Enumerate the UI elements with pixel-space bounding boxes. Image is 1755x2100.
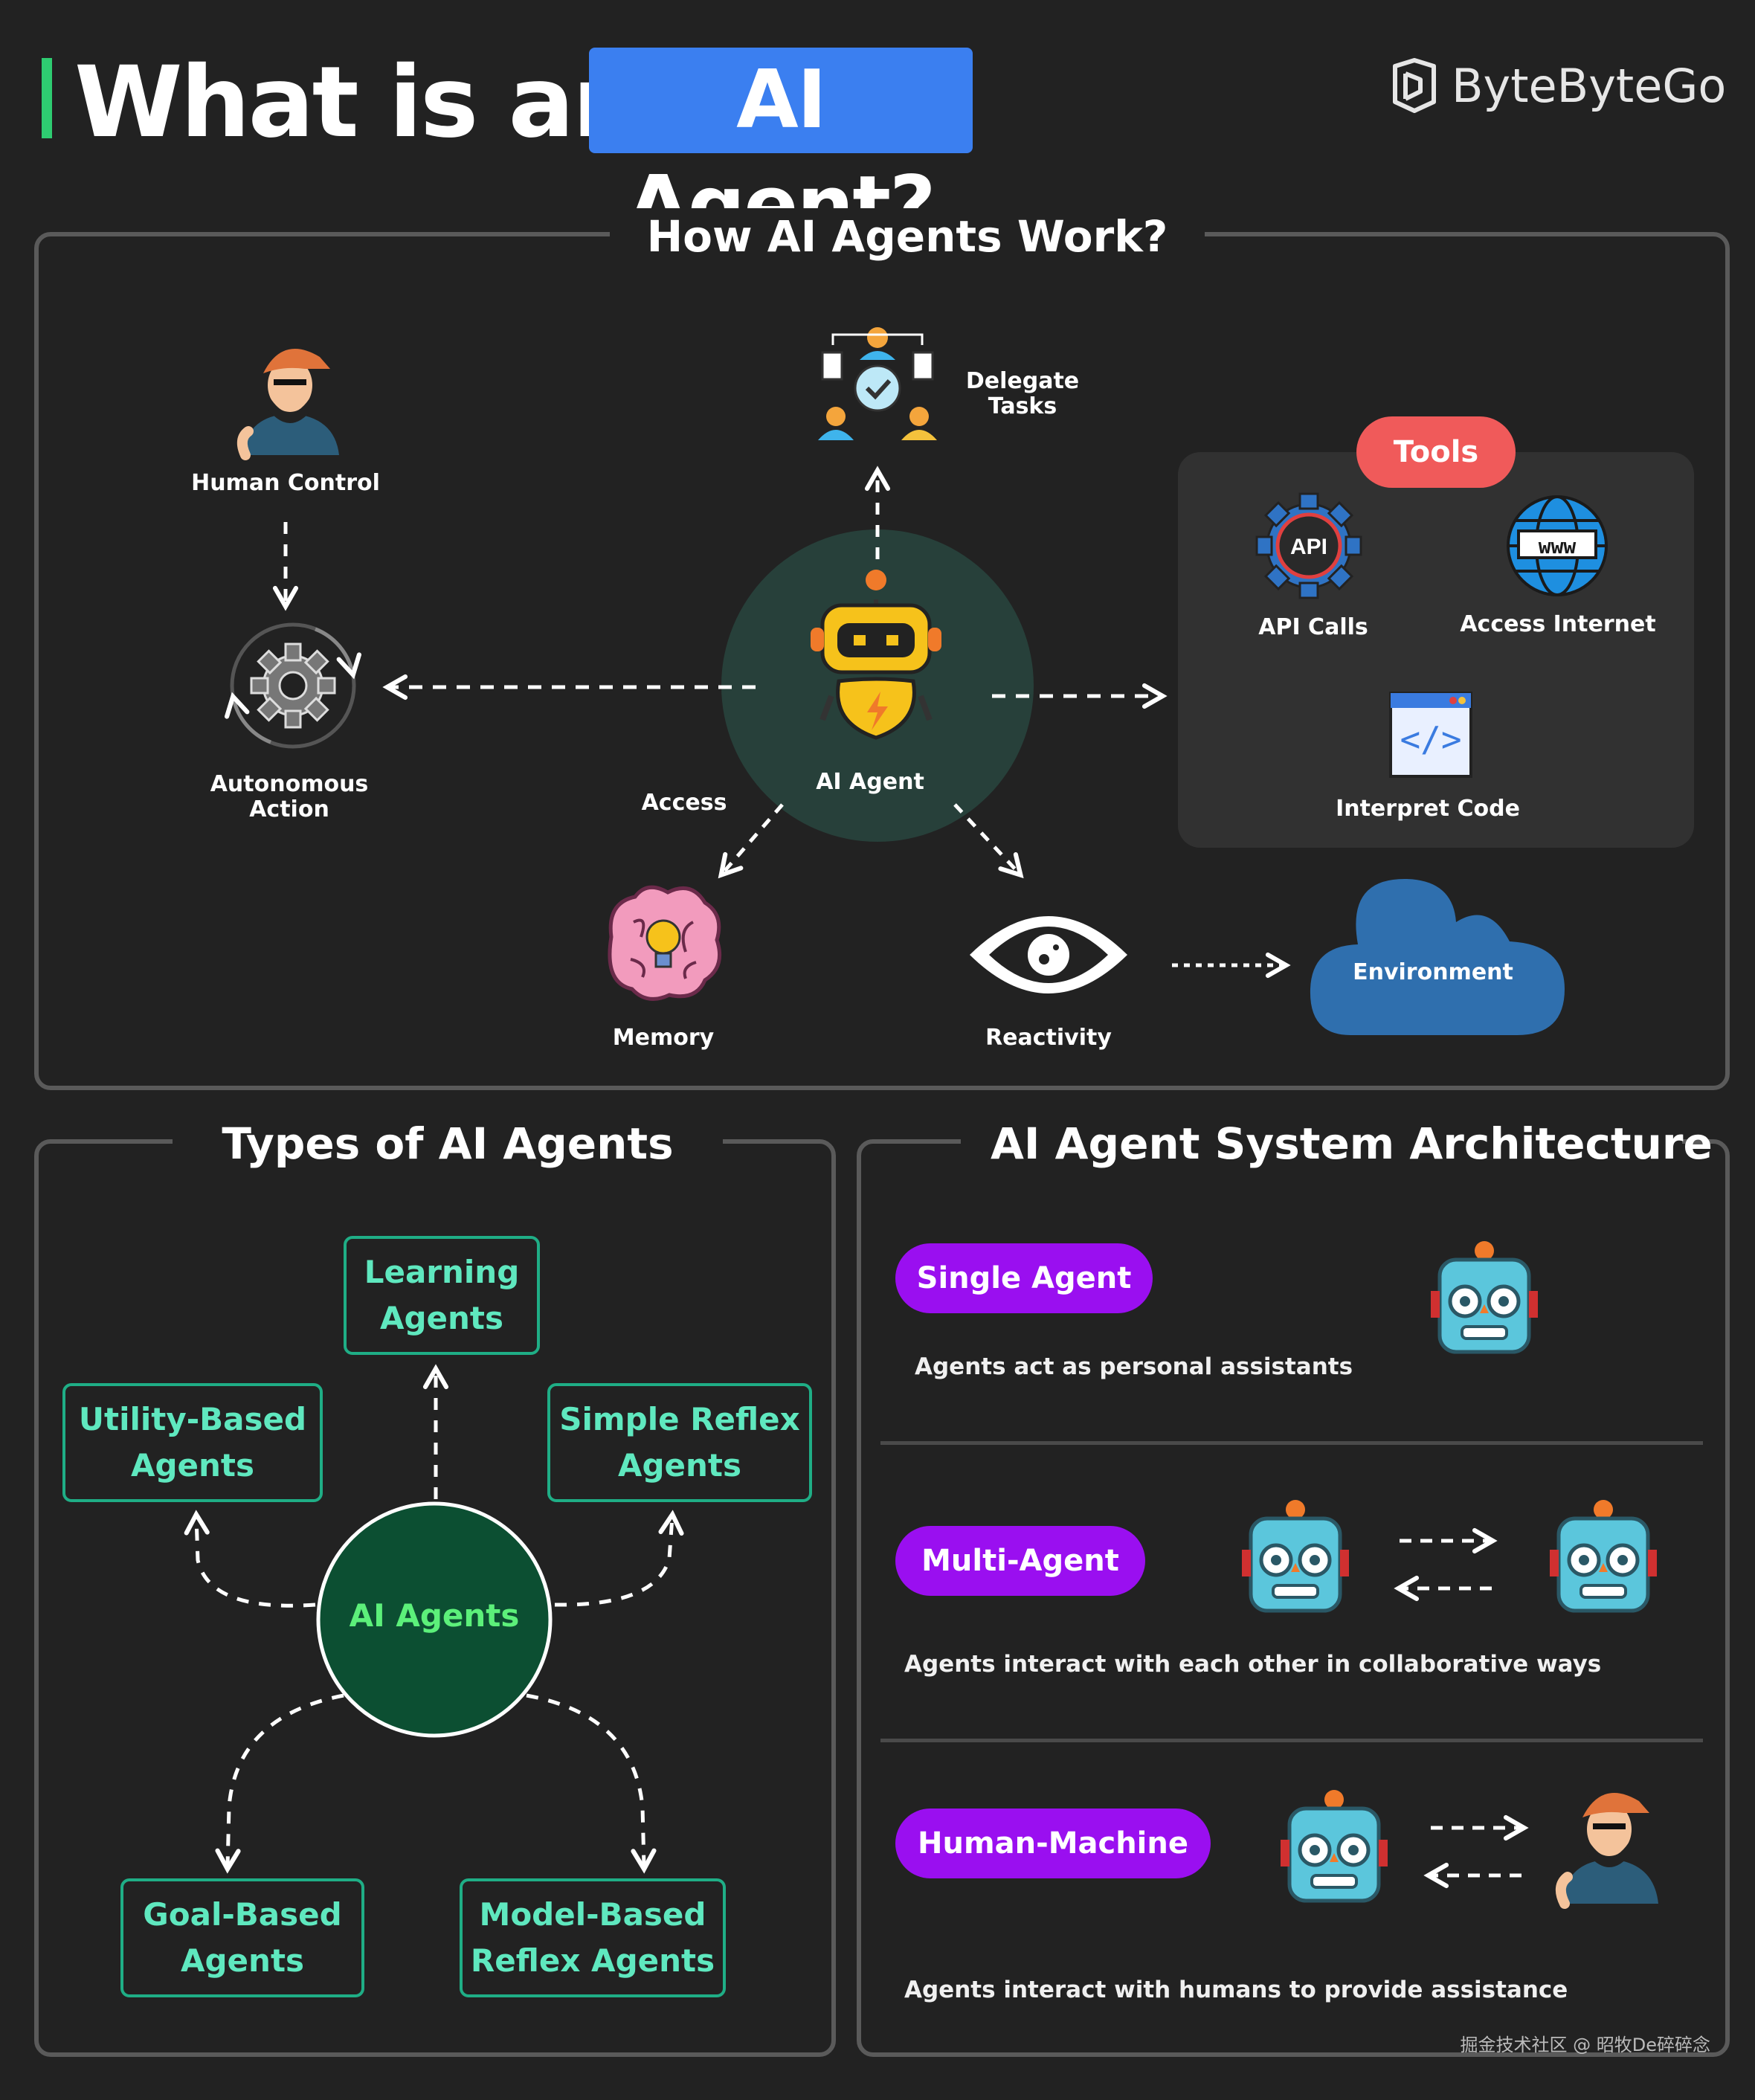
multi-agent-label: Multi-Agent (921, 1544, 1119, 1578)
code-icon-label: </> (1400, 719, 1461, 759)
delegate-tasks-icon (818, 327, 937, 440)
multi-agent-desc: Agents interact with each other in colla… (904, 1651, 1602, 1678)
brand-name: ByteByteGo (1452, 58, 1727, 113)
how-it-works-title: How AI Agents Work? (610, 208, 1205, 265)
autonomous-gear-icon (225, 622, 361, 749)
learning-agents-box: Learning Agents (344, 1236, 540, 1355)
memory-brain-icon (608, 885, 722, 1001)
human-machine-pill: Human-Machine (895, 1808, 1211, 1878)
reactivity-label: Reactivity (985, 1025, 1112, 1051)
utility-based-agents-box: Utility-Based Agents (62, 1383, 323, 1502)
tools-pill-label: Tools (1393, 435, 1479, 469)
access-internet-label: Access Internet (1460, 611, 1656, 637)
human-machine-label: Human-Machine (917, 1826, 1188, 1861)
learning-agents-label: Learning Agents (364, 1254, 520, 1336)
tools-pill: Tools (1356, 416, 1516, 488)
interpret-code-label: Interpret Code (1336, 796, 1520, 822)
model-based-reflex-agents-label: Model-Based Reflex Agents (470, 1896, 715, 1979)
environment-cloud-icon (1310, 878, 1565, 1035)
www-icon-label: www (1539, 534, 1577, 558)
api-calls-icon: API (1255, 492, 1362, 599)
reactivity-eye-icon (970, 916, 1127, 993)
types-center-circle (316, 1501, 553, 1738)
page-title: What is an (74, 45, 643, 160)
delegate-tasks-label: Delegate Tasks (965, 368, 1080, 419)
human-machine-desc: Agents interact with humans to provide a… (904, 1977, 1568, 2003)
architecture-title: AI Agent System Architecture (961, 1115, 1713, 1172)
autonomous-action-label: Autonomous Action (210, 771, 369, 822)
multi-agent-pill: Multi-Agent (895, 1526, 1145, 1596)
human-control-person-icon (236, 349, 339, 460)
arrow-agent-to-reactivity (953, 803, 1024, 879)
api-icon-label: API (1290, 535, 1327, 559)
tools-box (1178, 452, 1694, 848)
interpret-code-icon: </> (1389, 692, 1472, 778)
arch-divider-1 (880, 1441, 1703, 1445)
simple-reflex-agents-label: Simple Reflex Agents (559, 1401, 800, 1484)
human-machine-robot-icon (1281, 1790, 1388, 1903)
model-based-reflex-agents-box: Model-Based Reflex Agents (460, 1878, 726, 1997)
ai-agent-label: AI Agent (816, 769, 924, 795)
goal-based-agents-label: Goal-Based Agents (143, 1896, 342, 1979)
arrow-agent-to-memory (718, 803, 784, 879)
multi-agent-robot-icon-b (1550, 1500, 1657, 1613)
arrow-types-to-model (526, 1693, 657, 1874)
environment-label: Environment (1353, 959, 1513, 985)
ai-agent-robot-icon (811, 570, 941, 740)
human-control-label: Human Control (191, 470, 380, 496)
single-agent-desc: Agents act as personal assistants (915, 1353, 1353, 1380)
watermark: 掘金技术社区 @ 昭牧De碎碎念 (1460, 2035, 1710, 2055)
arrow-types-to-utility (184, 1510, 316, 1608)
arrow-types-to-goal (215, 1693, 344, 1874)
simple-reflex-agents-box: Simple Reflex Agents (547, 1383, 812, 1502)
human-machine-person-icon (1555, 1793, 1658, 1909)
goal-based-agents-box: Goal-Based Agents (120, 1878, 364, 1997)
arch-divider-2 (880, 1739, 1703, 1742)
multi-agent-robot-icon-a (1242, 1500, 1349, 1613)
access-label: Access (641, 790, 727, 816)
utility-based-agents-label: Utility-Based Agents (78, 1401, 307, 1484)
title-accent-bar (42, 58, 52, 138)
types-center-label: AI Agents (349, 1597, 520, 1634)
access-internet-globe-icon: www (1507, 495, 1608, 596)
single-agent-robot-icon (1431, 1241, 1538, 1354)
types-title: Types of AI Agents (173, 1115, 723, 1172)
api-calls-label: API Calls (1258, 614, 1368, 640)
arrow-types-to-simple-reflex (554, 1510, 684, 1607)
single-agent-pill: Single Agent (895, 1243, 1153, 1313)
single-agent-label: Single Agent (916, 1261, 1132, 1295)
memory-label: Memory (612, 1025, 715, 1051)
bytebytego-logo-icon (1393, 58, 1436, 113)
brand-logo: ByteByteGo (1391, 52, 1726, 119)
